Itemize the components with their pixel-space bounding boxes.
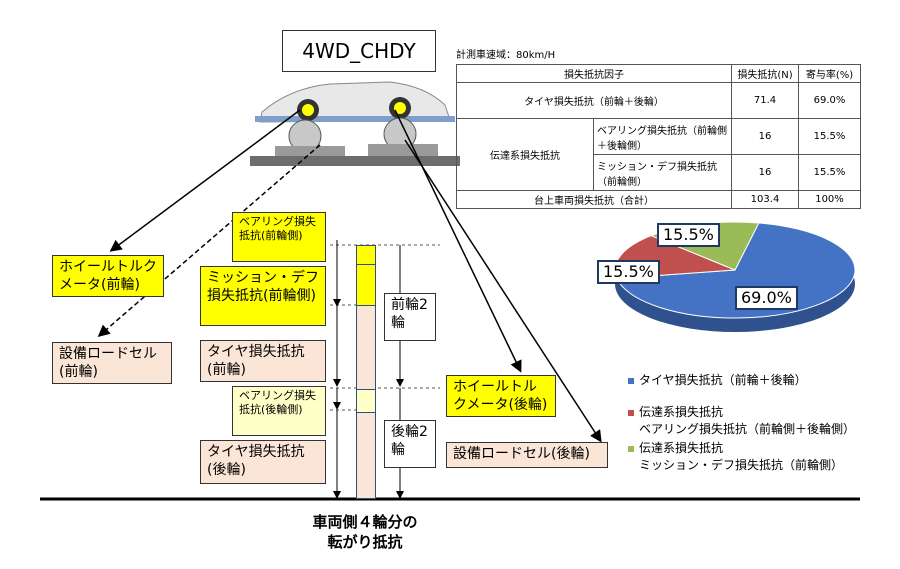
pie-label-mission: 15.5% xyxy=(657,223,720,247)
loss-table: 損失抵抗因子 損失抵抗(N) 寄与率(%) タイヤ損失抵抗（前輪＋後輪） 71.… xyxy=(456,64,861,209)
legend-swatch-mission xyxy=(628,445,634,452)
row-tire-share: 69.0% xyxy=(798,82,861,119)
legend-item-mission: 伝達系損失抵抗 ミッション・デフ損失抵抗（前輪側） xyxy=(628,440,843,474)
label-rear-2-wheels: 後輪2輪 xyxy=(384,420,436,468)
row-total-share: 100% xyxy=(798,190,861,209)
group-label: 伝達系損失抵抗 xyxy=(456,118,594,191)
label-tire-rear: タイヤ損失抵抗(後輪) xyxy=(200,440,326,484)
row-mission-share: 15.5% xyxy=(798,154,861,191)
row-mission-value: 16 xyxy=(731,154,799,191)
row-bearing-label: ベアリング損失抵抗（前輪側＋後輪側） xyxy=(593,118,732,155)
legend-bearing-line1: 伝達系損失抵抗 xyxy=(639,405,724,419)
bar-segment-bearing-rear xyxy=(357,389,375,413)
pie-label-tire: 69.0% xyxy=(735,286,798,310)
pie-label-bearing: 15.5% xyxy=(597,260,660,284)
legend-mission-line2: ミッション・デフ損失抵抗（前輪側） xyxy=(639,458,844,472)
legend-item-bearing: 伝達系損失抵抗 ベアリング損失抵抗（前輪側＋後輪側） xyxy=(628,404,855,438)
legend-swatch-bearing xyxy=(628,409,634,416)
bottom-caption-line1: 車両側４輪分の xyxy=(312,513,418,531)
label-loadcell-front: 設備ロードセル(前輪) xyxy=(52,342,172,384)
row-bearing-share: 15.5% xyxy=(798,118,861,155)
bar-segment-mission-front xyxy=(357,265,375,306)
legend-swatch-tire xyxy=(628,377,634,384)
row-tire-value: 71.4 xyxy=(731,82,799,119)
row-mission-label: ミッション・デフ損失抵抗（前輪側） xyxy=(593,154,732,191)
legend-mission-line1: 伝達系損失抵抗 xyxy=(639,441,724,455)
label-tire-front: タイヤ損失抵抗(前輪) xyxy=(200,340,326,382)
legend-tire-line1: タイヤ損失抵抗（前輪＋後輪） xyxy=(639,373,807,387)
car-dynamometer-illustration xyxy=(250,81,460,166)
label-front-2-wheels: 前輪2輪 xyxy=(384,293,436,341)
label-bearing-rear: ベアリング損失抵抗(後輪側) xyxy=(232,386,326,436)
label-loadcell-rear: 設備ロードセル(後輪) xyxy=(446,442,608,468)
label-mission-front: ミッション・デフ損失抵抗(前輪側) xyxy=(200,266,326,326)
legend-bearing-line2: ベアリング損失抵抗（前輪側＋後輪側） xyxy=(639,422,856,436)
label-bearing-front: ベアリング損失抵抗(前輪側) xyxy=(232,212,326,262)
bottom-caption: 車両側４輪分の 転がり抵抗 xyxy=(290,512,440,552)
bottom-caption-line2: 転がり抵抗 xyxy=(327,533,403,551)
legend-item-tire: タイヤ損失抵抗（前輪＋後輪） xyxy=(628,372,807,389)
diagram-title: 4WD_CHDY xyxy=(282,30,436,72)
label-wheel-torque-rear: ホイールトルクメータ(後輪) xyxy=(446,375,556,417)
label-wheel-torque-front: ホイールトルクメータ(前輪) xyxy=(52,255,164,297)
bar-segment-bearing-front xyxy=(357,246,375,265)
resistance-stack-bar xyxy=(356,245,376,499)
table-caption: 計測車速域：80km/H xyxy=(456,50,556,61)
